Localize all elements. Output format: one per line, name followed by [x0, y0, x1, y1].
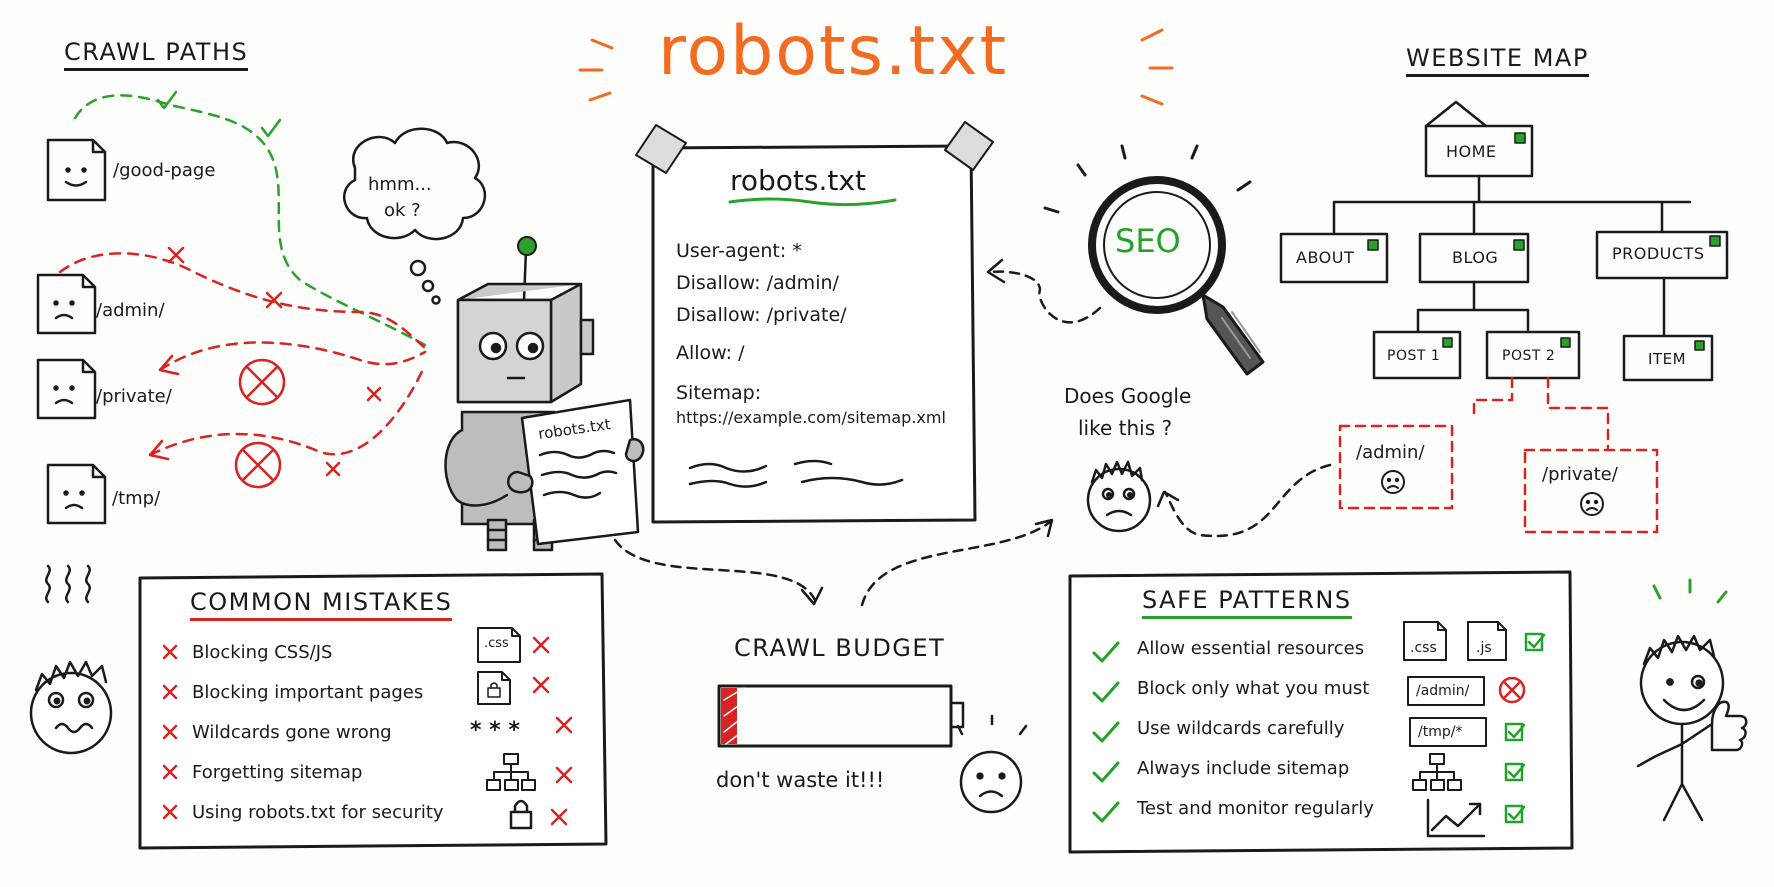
- google-question-line-1: Does Google: [1064, 384, 1192, 408]
- budget-arrow-in: [613, 538, 817, 602]
- sitemap-icon: [1412, 753, 1462, 791]
- common-mistakes-heading: COMMON MISTAKES: [190, 588, 453, 621]
- sad-face-icon: [1381, 470, 1405, 494]
- arrow-left-2: [148, 439, 170, 461]
- blocked-admin-label: /admin/: [1356, 442, 1425, 463]
- stressed-face-icon: [29, 564, 113, 755]
- file-line-sitemap: Sitemap:: [676, 382, 762, 404]
- sad-face-icon: [956, 714, 1028, 814]
- sad-page-icon: [36, 358, 97, 420]
- website-map: [1279, 100, 1729, 534]
- page-title: robots.txt: [658, 12, 1009, 91]
- blocked-admin-box: [1338, 424, 1454, 510]
- css-file-icon: [477, 627, 521, 663]
- home-roof: [1424, 100, 1488, 128]
- red-path-3: [148, 363, 427, 457]
- safe-patterns-heading: SAFE PATTERNS: [1142, 586, 1352, 619]
- file-line-disallow-private: Disallow: /private/: [676, 304, 847, 326]
- file-card-title: robots.txt: [730, 164, 866, 197]
- file-line-user-agent: User-agent: *: [676, 240, 802, 262]
- happy-page-icon: [46, 138, 107, 202]
- trend-chart-icon: [1426, 798, 1486, 838]
- mistake-item-2: Blocking important pages: [192, 682, 424, 703]
- crawl-budget-heading: CRAWL BUDGET: [734, 634, 946, 662]
- common-mistakes-panel: [138, 572, 608, 850]
- budget-bar: [717, 684, 953, 748]
- file-line-sitemap-url: https://example.com/sitemap.xml: [676, 408, 946, 427]
- thought-bubble: [343, 127, 487, 305]
- safe-item-1: Allow essential resources: [1137, 638, 1365, 659]
- arrow-left-1: [158, 354, 180, 376]
- crawl-budget-caption: don't waste it!!!: [716, 768, 885, 792]
- crawl-budget: [717, 684, 1028, 814]
- green-path: [73, 94, 427, 347]
- worried-face-icon: [1086, 460, 1152, 533]
- path-admin: /admin/: [96, 300, 165, 321]
- map-node-item: ITEM: [1648, 350, 1687, 368]
- file-line-disallow-admin: Disallow: /admin/: [676, 272, 839, 294]
- lock-page-icon: [477, 671, 511, 705]
- tape-right: [944, 121, 994, 171]
- budget-fill: [721, 688, 737, 744]
- safe-css-tag: .css: [1410, 640, 1437, 656]
- crawl-paths: [58, 90, 427, 489]
- mistake-item-4: Forgetting sitemap: [192, 762, 363, 783]
- happy-person-icon: [1636, 578, 1748, 822]
- budget-arrow-out: [860, 520, 1052, 607]
- mistake-item-1: Blocking CSS/JS: [192, 642, 333, 663]
- thought-line-2: ok ?: [384, 200, 421, 221]
- map-node-blog: BLOG: [1452, 248, 1499, 267]
- safe-item-3: Use wildcards carefully: [1137, 718, 1345, 739]
- sad-page-icon: [46, 463, 107, 525]
- check-2: [260, 118, 282, 138]
- path-tmp: /tmp/: [112, 488, 161, 509]
- lock-icon: [509, 799, 533, 830]
- sitemap-icon: [486, 753, 536, 791]
- safe-js-tag: .js: [1476, 640, 1492, 656]
- mistake-item-5: Using robots.txt for security: [192, 802, 444, 823]
- map-node-post-2: POST 2: [1502, 348, 1556, 364]
- safe-item-5: Test and monitor regularly: [1137, 798, 1374, 819]
- tape-left: [635, 124, 687, 174]
- robot: [444, 236, 645, 552]
- google-question-line-2: like this ?: [1078, 416, 1173, 440]
- file-card: [635, 121, 994, 524]
- thought-line-1: hmm...: [368, 174, 432, 195]
- crawl-paths-heading: CRAWL PATHS: [64, 38, 249, 71]
- red-path-2: [158, 341, 427, 372]
- map-arrow: [1163, 463, 1332, 538]
- path-private: /private/: [96, 386, 172, 407]
- path-good-page: /good-page: [113, 160, 216, 181]
- safe-item-4: Always include sitemap: [1137, 758, 1350, 779]
- blocked-private-label: /private/: [1542, 464, 1618, 485]
- safe-admin-tag: /admin/: [1416, 683, 1470, 699]
- safe-tmp-tag: /tmp/*: [1418, 724, 1463, 740]
- mistake-item-3: Wildcards gone wrong: [192, 722, 392, 743]
- flow-arrows: [613, 258, 1332, 607]
- file-line-allow: Allow: /: [676, 342, 745, 364]
- sad-face-icon: [1580, 492, 1604, 516]
- magnifier-icon: [1043, 144, 1265, 376]
- check-1: [156, 90, 178, 110]
- safe-patterns-panel: [1068, 570, 1574, 854]
- mistake-wildcard-tag: * * *: [470, 718, 520, 743]
- website-map-heading: WEBSITE MAP: [1406, 44, 1589, 77]
- robot-antenna: [517, 236, 537, 256]
- robot-paper: [520, 398, 640, 546]
- blocked-private-box: [1523, 448, 1659, 534]
- safe-item-2: Block only what you must: [1137, 678, 1370, 699]
- mistake-css-tag: .css: [484, 636, 509, 651]
- map-node-about: ABOUT: [1296, 248, 1355, 267]
- red-path-1: [58, 252, 427, 350]
- map-node-products: PRODUCTS: [1612, 244, 1705, 263]
- map-node-post-1: POST 1: [1387, 348, 1441, 364]
- title-sparks: [578, 28, 1174, 106]
- map-node-home: HOME: [1446, 142, 1497, 161]
- seo-arrow: [988, 270, 1102, 324]
- page-icons: [36, 138, 107, 525]
- seo-label: SEO: [1115, 222, 1181, 260]
- sad-page-icon: [36, 273, 97, 335]
